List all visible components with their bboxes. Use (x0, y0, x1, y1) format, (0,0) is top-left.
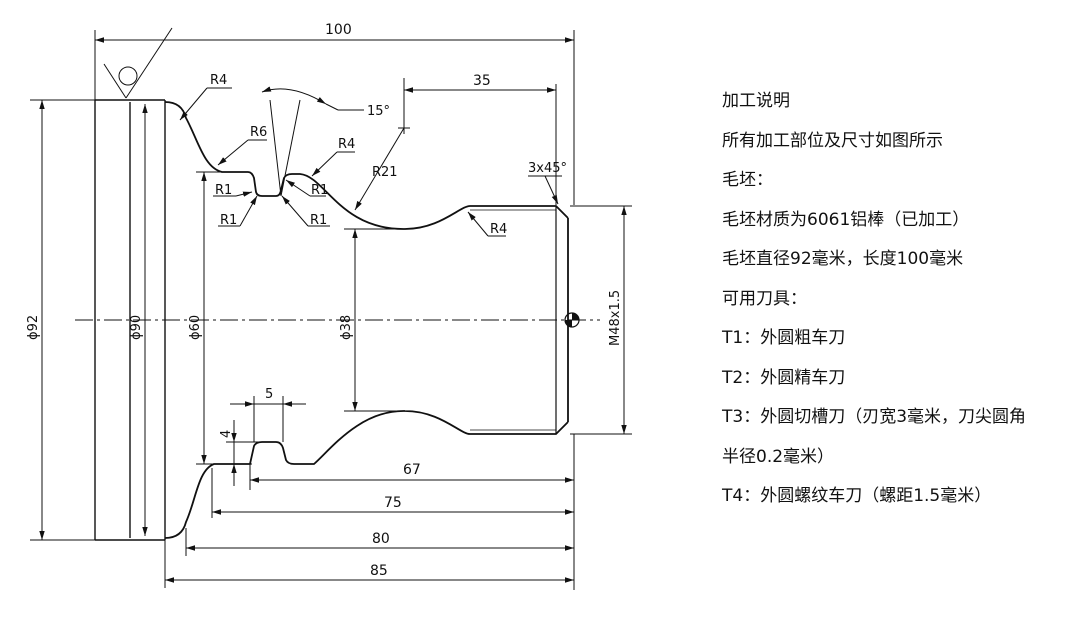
dim-text-thread: M48x1.5 (608, 290, 623, 346)
dim-text-r1-b: R1 (220, 213, 237, 228)
part-profile-top (164, 101, 569, 230)
dim-text-67: 67 (403, 462, 421, 478)
notes-line: 半径0.2毫米） (722, 446, 835, 467)
dim-text-groove-depth: 4 (219, 430, 234, 438)
notes-line: 毛坯： (722, 170, 773, 190)
dim-text-80: 80 (372, 531, 390, 547)
notes-line: T4：外圆螺纹车刀（螺距1.5毫米） (722, 486, 992, 506)
dim-text-35: 35 (473, 73, 491, 89)
dim-text-75: 75 (384, 495, 402, 511)
notes-title: 加工说明 (722, 91, 790, 111)
dim-text-r4-top: R4 (210, 73, 227, 88)
dim-text-groove-width: 5 (265, 387, 273, 402)
r21-center (398, 122, 410, 134)
notes-line: 所有加工部位及尺寸如图所示 (722, 130, 943, 151)
dim-text-r4-thread: R4 (490, 222, 507, 237)
notes-line: 可用刀具： (722, 288, 807, 309)
dim-text-dia-92: ϕ92 (26, 315, 41, 340)
dim-text-r6: R6 (250, 125, 267, 140)
dim-text-r1-a: R1 (215, 183, 232, 198)
dim-text-85: 85 (370, 563, 388, 579)
dim-text-dia-60: ϕ60 (188, 315, 203, 340)
dim-text-dia-38: ϕ38 (339, 315, 354, 340)
notes-line: T1：外圆粗车刀 (722, 328, 846, 348)
notes-line: 毛坯直径92毫米，长度100毫米 (722, 249, 964, 269)
dim-text-15deg: 15° (367, 104, 390, 119)
notes-line: T3：外圆切槽刀（刃宽3毫米，刀尖圆角 (722, 407, 1027, 427)
dim-text-100: 100 (325, 22, 352, 38)
dim-text-dia-90: ϕ90 (129, 315, 144, 340)
stock-outline (94, 99, 166, 541)
angle-arc-15 (261, 86, 327, 105)
surface-finish-symbol (103, 27, 173, 99)
notes-line: 毛坯材质为6061铝棒（已加工） (722, 209, 970, 230)
dim-text-r1-c: R1 (310, 213, 327, 228)
dim-text-r1-d: R1 (311, 183, 328, 198)
notes-line: T2：外圆精车刀 (722, 367, 846, 388)
dim-text-r21: R21 (372, 165, 398, 180)
dim-text-r4-groove: R4 (338, 137, 355, 152)
machining-notes: 加工说明 所有加工部位及尺寸如图所示 毛坯： 毛坯材质为6061铝棒（已加工） … (722, 82, 1072, 517)
dim-text-chamfer: 3x45° (528, 161, 567, 176)
